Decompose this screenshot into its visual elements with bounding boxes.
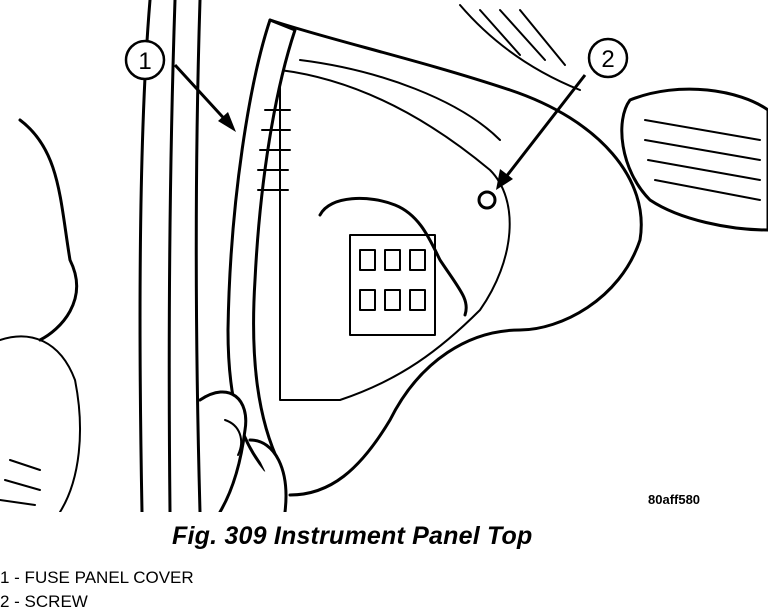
legend-item-1: 1 - FUSE PANEL COVER <box>0 568 194 587</box>
callout-1: 1 <box>124 39 236 132</box>
air-vent <box>620 87 768 232</box>
callout-2: 2 <box>496 37 629 190</box>
legend-item-2: 2 - SCREW <box>0 592 88 611</box>
figure-caption: Fig. 309 Instrument Panel Top <box>172 522 533 550</box>
hand <box>198 390 248 512</box>
dash-shell <box>268 18 643 497</box>
instrument-panel-illustration: 1 2 <box>0 0 768 512</box>
legend: 1 - FUSE PANEL COVER 2 - SCREW <box>0 566 194 614</box>
callout-1-number: 1 <box>138 48 151 75</box>
fuse-cavity <box>279 69 511 401</box>
screw <box>477 190 497 210</box>
fuse-block <box>349 234 436 336</box>
figure-code: 80aff580 <box>648 492 701 507</box>
bracket <box>318 196 468 317</box>
callout-2-number: 2 <box>601 46 614 73</box>
